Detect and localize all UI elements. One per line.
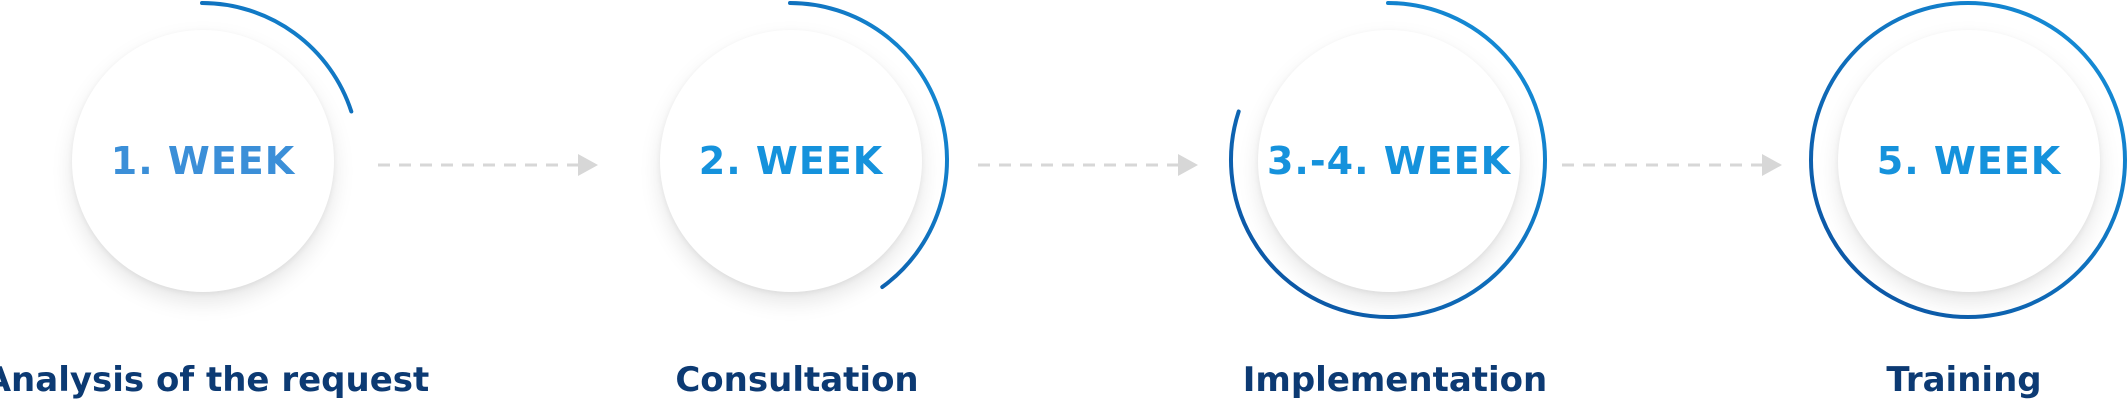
week-label: 5. WEEK: [1876, 139, 2062, 183]
step-title: Training: [1886, 360, 2042, 400]
arrowhead: [1178, 154, 1198, 176]
week-disc: 1. WEEK: [72, 30, 334, 292]
week-label: 3.-4. WEEK: [1266, 139, 1512, 183]
week-disc: 2. WEEK: [660, 30, 922, 292]
week-disc: 3.-4. WEEK: [1258, 30, 1520, 292]
step-3: 3.-4. WEEK: [1218, 0, 1558, 420]
step-2: 2. WEEK: [620, 0, 960, 420]
progress-ring: [1229, 1, 1547, 319]
dashed-arrow-right-icon: [378, 154, 598, 176]
step-4: 5. WEEK: [1798, 0, 2128, 420]
progress-arc: [1229, 1, 1547, 319]
arrowhead: [578, 154, 598, 176]
progress-ring: [788, 1, 949, 290]
progress-arc: [1809, 1, 2127, 319]
dashed-arrow-right-icon: [1562, 154, 1782, 176]
arrowhead: [1762, 154, 1782, 176]
week-label: 2. WEEK: [698, 139, 884, 183]
progress-arc: [200, 1, 354, 114]
progress-ring: [200, 1, 354, 114]
dashed-arrow-right-icon: [978, 154, 1198, 176]
step-title: Consultation: [675, 360, 919, 400]
step-title: Implementation: [1242, 360, 1548, 400]
step-1: 1. WEEK: [32, 0, 372, 420]
progress-arc: [788, 1, 949, 290]
progress-ring: [1809, 1, 2127, 319]
week-disc: 5. WEEK: [1838, 30, 2100, 292]
step-title: Analysis of the request: [0, 360, 430, 400]
week-label: 1. WEEK: [110, 139, 296, 183]
